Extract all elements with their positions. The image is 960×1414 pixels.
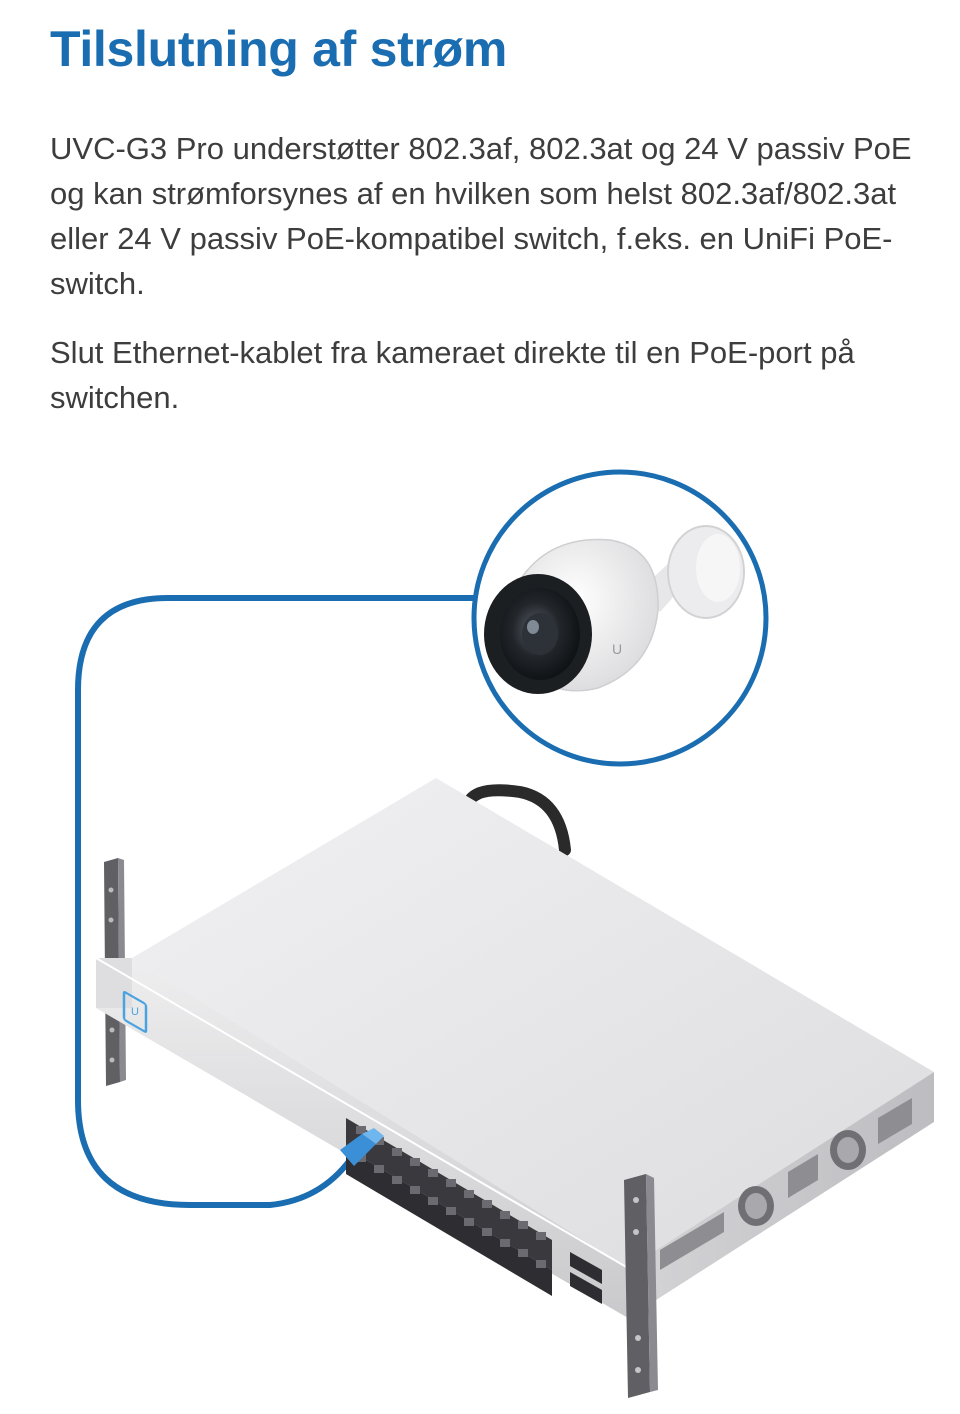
camera-inset: U	[471, 469, 769, 767]
right-rack-rail	[624, 1174, 658, 1398]
ethernet-cable	[75, 595, 477, 1208]
camera-logo-text: U	[612, 641, 622, 657]
intro-paragraph: UVC-G3 Pro understøtter 802.3af, 802.3at…	[50, 131, 912, 301]
side-vents	[660, 1098, 912, 1270]
power-cable	[464, 784, 571, 856]
poe-switch: U	[95, 778, 934, 1322]
switch-logo-text: U	[131, 1006, 139, 1018]
ethernet-ports	[346, 1118, 552, 1296]
sfp-ports	[570, 1252, 602, 1304]
fan-icon	[738, 1130, 866, 1226]
cable-connector	[340, 1128, 384, 1166]
connection-illustration: U	[75, 469, 934, 1398]
page-title: Tilslutning af strøm	[50, 21, 507, 77]
instruction-paragraph: Slut Ethernet-kablet fra kameraet direkt…	[50, 335, 855, 415]
camera-icon: U	[484, 538, 659, 694]
switch-logo-icon	[122, 990, 148, 1033]
